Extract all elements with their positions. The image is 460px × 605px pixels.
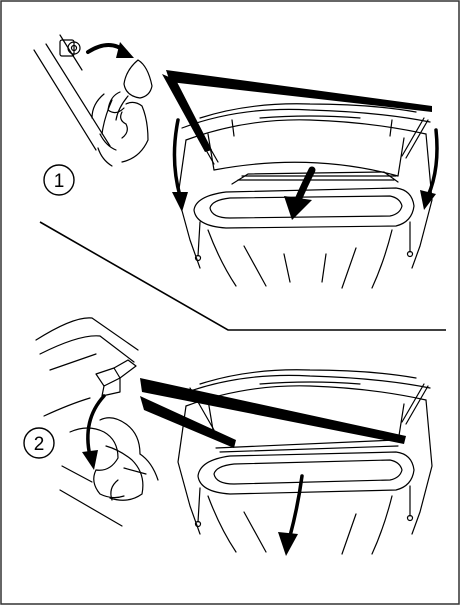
trunk-floor-1 xyxy=(208,230,392,288)
step-1-label: 1 xyxy=(54,171,65,192)
strap-arrowhead-left-1 xyxy=(172,192,188,212)
wall-clip xyxy=(60,40,80,56)
gas-struts-1 xyxy=(190,118,428,164)
cover-hook xyxy=(96,360,136,396)
panel-divider xyxy=(40,222,446,330)
panel-2 xyxy=(36,318,432,556)
lower-cover-arrowhead-1 xyxy=(284,196,312,220)
detach-arrow-2 xyxy=(88,396,104,456)
trunk-floor-2 xyxy=(208,496,392,554)
lower-cover-arrow-2 xyxy=(290,476,302,536)
detach-arrowhead-2 xyxy=(82,450,98,470)
strap-arrowhead-right-1 xyxy=(420,190,436,210)
lower-cover-arrowhead-2 xyxy=(278,532,298,556)
step-2-label: 2 xyxy=(34,434,45,455)
step-1-badge: 1 xyxy=(44,165,74,195)
strap-arrow-right-1 xyxy=(428,130,437,196)
pointer-wedge-1 xyxy=(166,70,432,112)
panel-1 xyxy=(34,35,437,288)
lower-cover-arrow-1 xyxy=(298,170,312,200)
detach-arrowhead-1 xyxy=(116,42,134,58)
step-2-badge: 2 xyxy=(24,428,54,458)
hand-holding-strap xyxy=(92,60,152,166)
cargo-cover-2 xyxy=(196,440,415,527)
pointer-wedge-2 xyxy=(140,378,406,444)
side-trim-lines xyxy=(34,35,110,150)
hand-pressing xyxy=(70,418,158,501)
